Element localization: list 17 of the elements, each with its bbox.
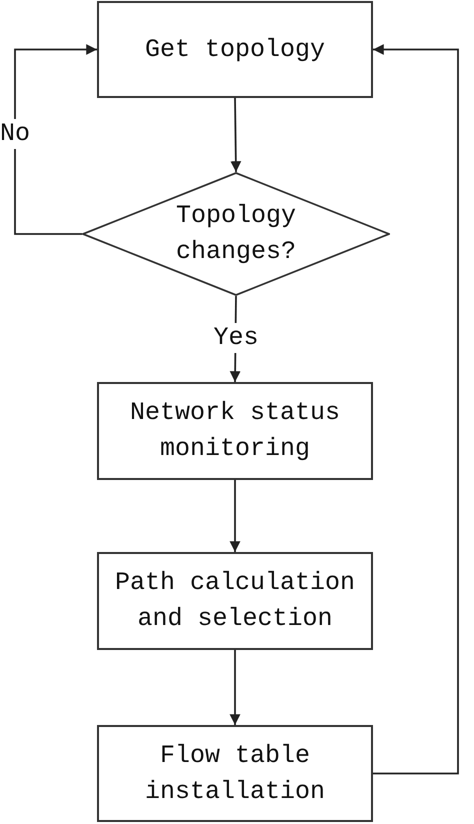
node-text: Get topology: [144, 34, 326, 66]
arrow: [230, 480, 240, 552]
node-text: Path calculation and selection: [114, 567, 356, 635]
node-text: Network status monitoring: [128, 397, 342, 465]
process-box: [97, 725, 373, 822]
arrow: [230, 98, 242, 172]
arrow: [14, 44, 97, 235]
process-box: [97, 552, 373, 650]
process-box: [97, 1, 373, 98]
edge-label: No: [0, 119, 31, 149]
process-box: [97, 382, 373, 480]
decision-diamond: [82, 172, 390, 296]
node-text: Topology changes?: [174, 200, 298, 268]
node-text: Flow table installation: [144, 740, 326, 808]
edge-label: Yes: [212, 323, 260, 353]
arrow: [373, 44, 459, 774]
arrow: [230, 650, 240, 725]
